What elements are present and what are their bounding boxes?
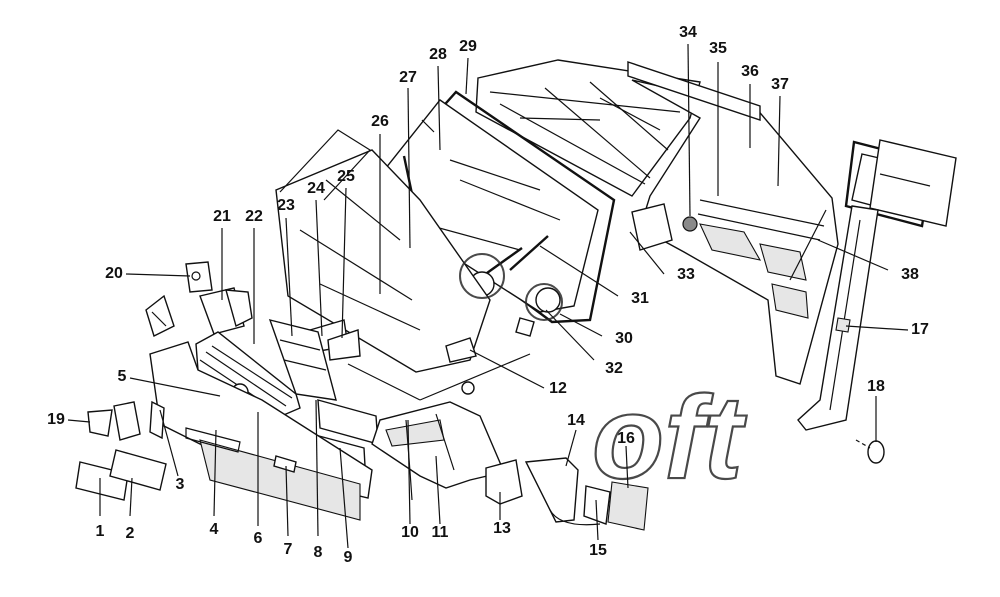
callout-11: 11 bbox=[431, 524, 449, 541]
front-hood-panel bbox=[275, 149, 491, 373]
callout-23: 23 bbox=[277, 197, 295, 214]
callout-15: 15 bbox=[589, 542, 607, 559]
callout-18: 18 bbox=[867, 378, 885, 395]
headlight-assembly bbox=[185, 261, 253, 335]
front-fender bbox=[371, 401, 505, 489]
callout-10: 10 bbox=[401, 524, 419, 541]
callout-3: 3 bbox=[175, 476, 185, 493]
step-bracket bbox=[273, 455, 297, 473]
roof-panel bbox=[475, 59, 701, 197]
callout-21: 21 bbox=[213, 208, 231, 225]
callout-17: 17 bbox=[911, 321, 929, 338]
callout-28: 28 bbox=[429, 46, 447, 63]
leader-lines bbox=[67, 43, 909, 549]
callout-13: 13 bbox=[493, 520, 511, 537]
callout-20: 20 bbox=[105, 265, 123, 282]
callout-31: 31 bbox=[631, 290, 649, 307]
callout-22: 22 bbox=[245, 208, 263, 225]
callout-4: 4 bbox=[209, 521, 219, 538]
callout-27: 27 bbox=[399, 69, 417, 86]
rear-window bbox=[844, 139, 957, 228]
fog-lamp bbox=[87, 400, 165, 441]
callout-36: 36 bbox=[741, 63, 759, 80]
plug-part bbox=[855, 439, 885, 464]
callout-5: 5 bbox=[117, 368, 127, 385]
rear-cab-wall bbox=[627, 61, 839, 385]
callout-25: 25 bbox=[337, 168, 355, 185]
callout-7: 7 bbox=[283, 541, 293, 558]
license-plate bbox=[75, 449, 167, 501]
callout-30: 30 bbox=[615, 330, 633, 347]
callout-6: 6 bbox=[253, 530, 263, 547]
callout-19: 19 bbox=[47, 411, 65, 428]
callout-33: 33 bbox=[677, 266, 695, 283]
hood-cable bbox=[405, 419, 413, 501]
callout-16: 16 bbox=[617, 430, 635, 447]
rear-bracket bbox=[631, 203, 698, 251]
side-step-parts bbox=[485, 457, 649, 531]
callout-8: 8 bbox=[313, 544, 323, 561]
callout-9: 9 bbox=[343, 549, 353, 566]
watermark-text: oft bbox=[592, 372, 747, 504]
callout-24: 24 bbox=[307, 180, 325, 197]
callout-29: 29 bbox=[459, 38, 477, 55]
callout-37: 37 bbox=[771, 76, 789, 93]
pillar-trim bbox=[797, 205, 879, 431]
callout-34: 34 bbox=[679, 24, 697, 41]
callout-26: 26 bbox=[371, 113, 389, 130]
callout-12: 12 bbox=[549, 380, 567, 397]
frame-outline bbox=[279, 129, 371, 201]
callout-38: 38 bbox=[901, 266, 919, 283]
callout-1: 1 bbox=[95, 523, 105, 540]
lamp-lens bbox=[145, 294, 175, 337]
callout-2: 2 bbox=[125, 525, 135, 542]
callout-32: 32 bbox=[605, 360, 623, 377]
callout-35: 35 bbox=[709, 40, 727, 57]
watermark: oft bbox=[459, 253, 748, 505]
callout-14: 14 bbox=[567, 412, 585, 429]
